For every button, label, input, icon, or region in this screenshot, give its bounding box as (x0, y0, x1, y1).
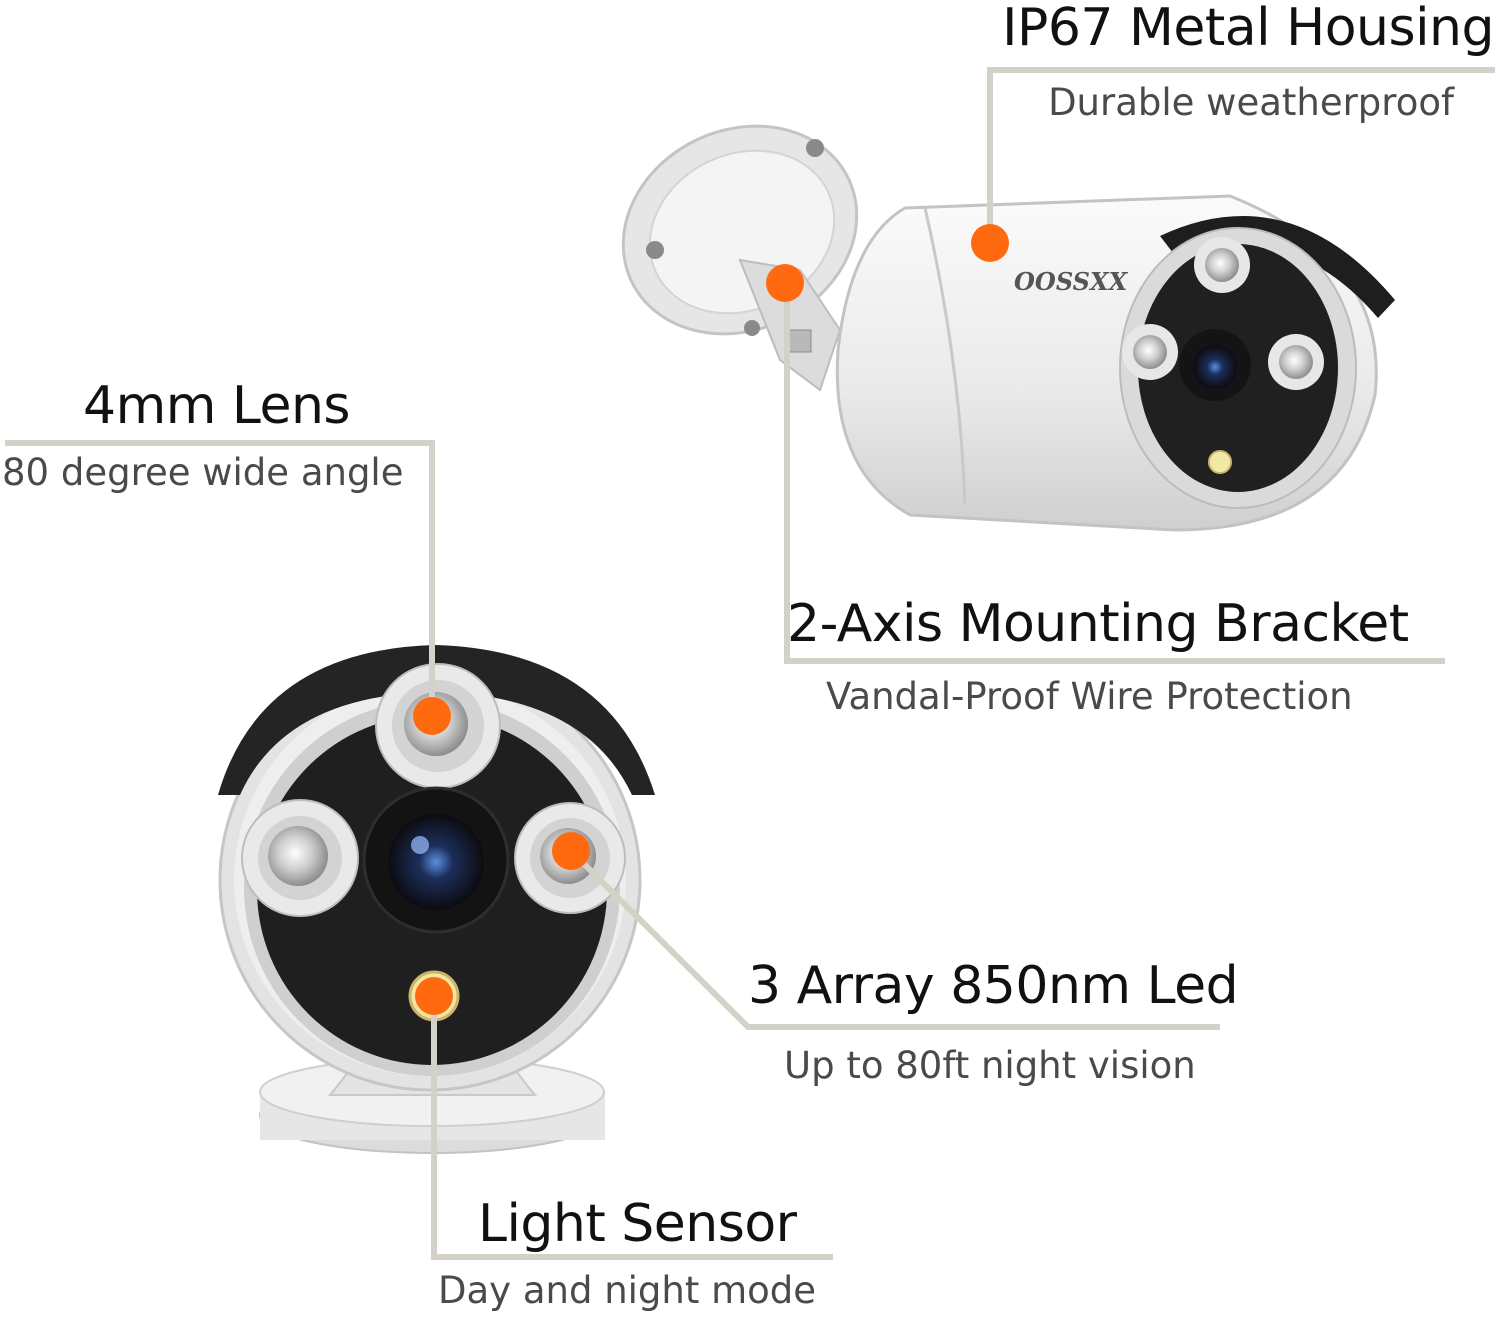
housing-callout-line (987, 67, 1495, 240)
sensor-marker (415, 977, 453, 1015)
led-marker (552, 832, 590, 870)
housing-subtitle: Durable weatherproof (1048, 81, 1454, 124)
lens-marker (413, 697, 451, 735)
lens-callout-line (5, 440, 435, 716)
callout-markers (413, 224, 1009, 1015)
led-title: 3 Array 850nm Led (748, 956, 1239, 1016)
bracket-subtitle: Vandal-Proof Wire Protection (826, 675, 1353, 718)
sensor-callout-line (431, 996, 833, 1260)
sensor-subtitle: Day and night mode (438, 1269, 817, 1312)
led-callout-line (569, 849, 1220, 1030)
lens-title: 4mm Lens (83, 376, 351, 436)
bracket-title: 2-Axis Mounting Bracket (787, 594, 1409, 654)
sensor-title: Light Sensor (478, 1194, 797, 1254)
housing-marker (971, 224, 1009, 262)
led-subtitle: Up to 80ft night vision (784, 1044, 1196, 1087)
bracket-marker (766, 264, 804, 302)
brand-logo: OOSSXX (1014, 267, 1129, 296)
callout-lines (5, 67, 1495, 1260)
bracket-callout-line (784, 284, 1445, 664)
lens-subtitle: 80 degree wide angle (2, 451, 404, 494)
housing-title: IP67 Metal Housing (1002, 0, 1494, 58)
